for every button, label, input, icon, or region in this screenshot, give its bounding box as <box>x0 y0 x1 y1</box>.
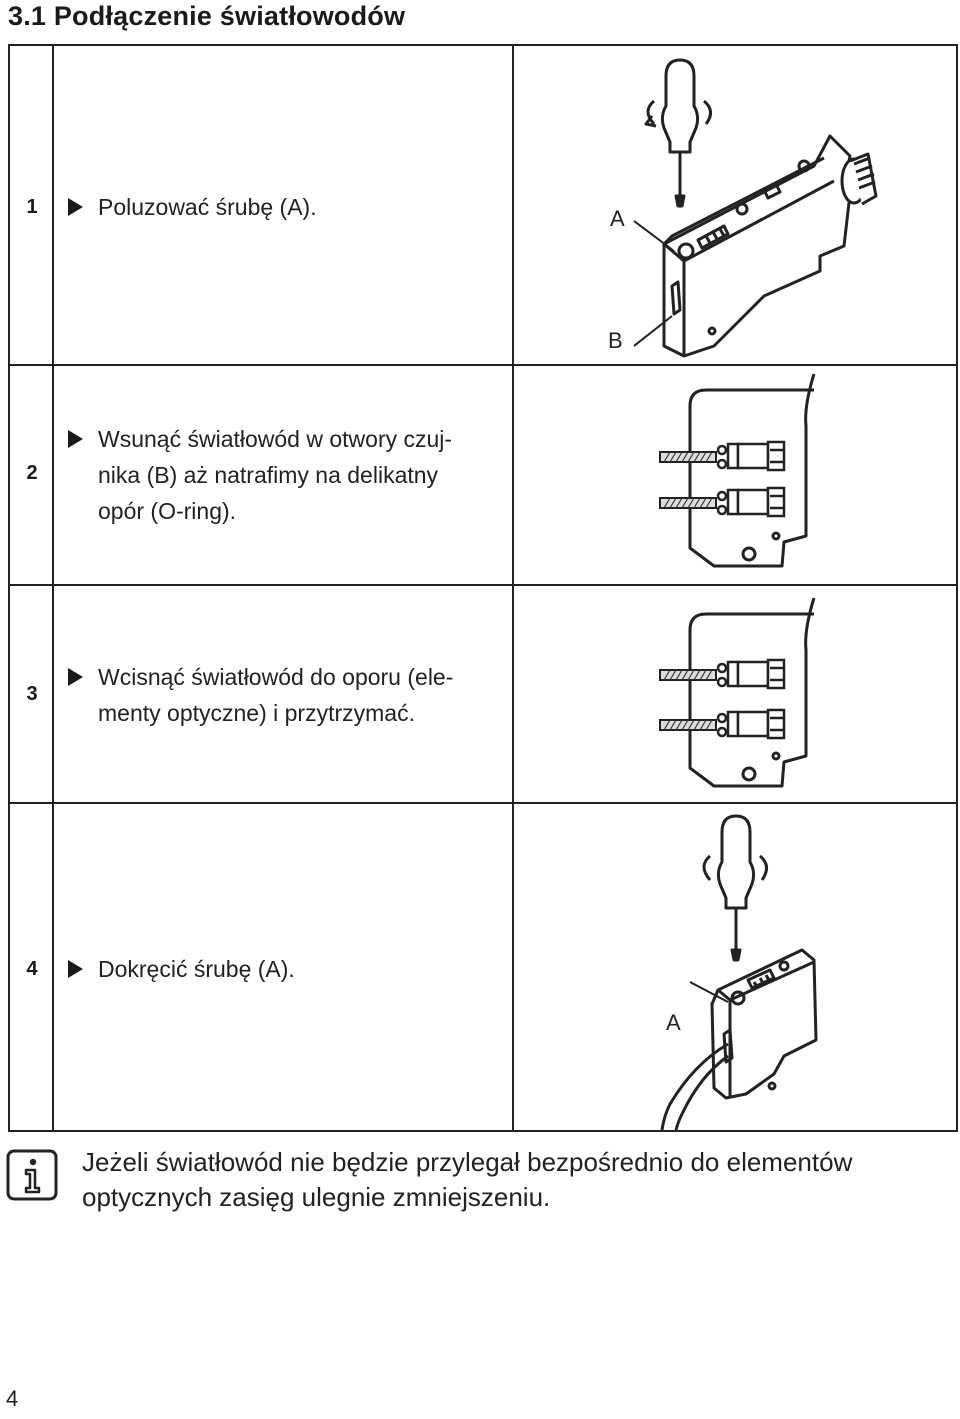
step-row-2: 2 Wsunąć światłowód w otwory czuj- nika … <box>10 366 956 586</box>
steps-table: 1 Poluzować śrubę (A). <box>8 44 958 1132</box>
step-text-cell: Dokręcić śrubę (A). <box>54 804 514 1130</box>
step-line: Wsunąć światłowód w otwory czuj- <box>98 426 453 452</box>
page-number: 4 <box>6 1386 19 1411</box>
arrow-icon <box>68 198 83 216</box>
label-b: B <box>608 328 623 353</box>
step-row-4: 4 Dokręcić śrubę (A). <box>10 804 956 1130</box>
step-line: Wcisnąć światłowód do oporu (ele- <box>98 664 454 690</box>
step-number-cell: 1 <box>10 46 54 364</box>
step-number-cell: 3 <box>10 586 54 802</box>
arrow-icon <box>68 668 83 686</box>
label-a: A <box>666 1010 681 1035</box>
step-illustration <box>514 366 956 584</box>
section-title: 3.1 Podłączenie światłowodów <box>8 1 406 31</box>
step-number: 1 <box>26 196 38 218</box>
label-a: A <box>610 206 625 231</box>
arrow-icon <box>68 960 83 978</box>
step-number-cell: 2 <box>10 366 54 584</box>
step-line: nika (B) aż natrafimy na delikatny <box>98 462 439 488</box>
fiber-insertion-illustration <box>659 373 816 568</box>
step-illustration: A B <box>514 46 956 364</box>
fiber-pressed-illustration <box>659 597 816 788</box>
info-line: optycznych zasięg ulegnie zmniejszeniu. <box>82 1182 551 1212</box>
step-instruction: Poluzować śrubę (A). <box>98 189 518 225</box>
sensor-tighten-illustration: A <box>660 814 818 1130</box>
step-text-cell: Poluzować śrubę (A). <box>54 46 514 364</box>
step-illustration: A <box>514 804 956 1130</box>
step-line: Dokręcić śrubę (A). <box>98 956 295 982</box>
arrow-icon <box>68 430 83 448</box>
info-note: Jeżeli światłowód nie będzie przylegał b… <box>0 1145 960 1215</box>
step-line: Poluzować śrubę (A). <box>98 194 317 220</box>
step-number: 2 <box>26 462 38 484</box>
step-illustration <box>514 586 956 802</box>
step-line: opór (O-ring). <box>98 498 237 524</box>
step-row-3: 3 Wcisnąć światłowód do oporu (ele- ment… <box>10 586 956 804</box>
step-number: 4 <box>26 958 38 980</box>
info-line: Jeżeli światłowód nie będzie przylegał b… <box>82 1147 853 1177</box>
step-instruction: Wsunąć światłowód w otwory czuj- nika (B… <box>98 421 518 529</box>
step-line: menty optyczne) i przytrzymać. <box>98 700 415 726</box>
step-text-cell: Wcisnąć światłowód do oporu (ele- menty … <box>54 586 514 802</box>
step-number: 3 <box>26 683 38 705</box>
sensor-screwdriver-illustration: A B <box>608 58 878 358</box>
info-text: Jeżeli światłowód nie będzie przylegał b… <box>82 1145 942 1215</box>
step-number-cell: 4 <box>10 804 54 1130</box>
info-icon <box>6 1149 58 1201</box>
step-instruction: Dokręcić śrubę (A). <box>98 951 518 987</box>
step-instruction: Wcisnąć światłowód do oporu (ele- menty … <box>98 659 518 731</box>
step-row-1: 1 Poluzować śrubę (A). <box>10 46 956 366</box>
step-text-cell: Wsunąć światłowód w otwory czuj- nika (B… <box>54 366 514 584</box>
